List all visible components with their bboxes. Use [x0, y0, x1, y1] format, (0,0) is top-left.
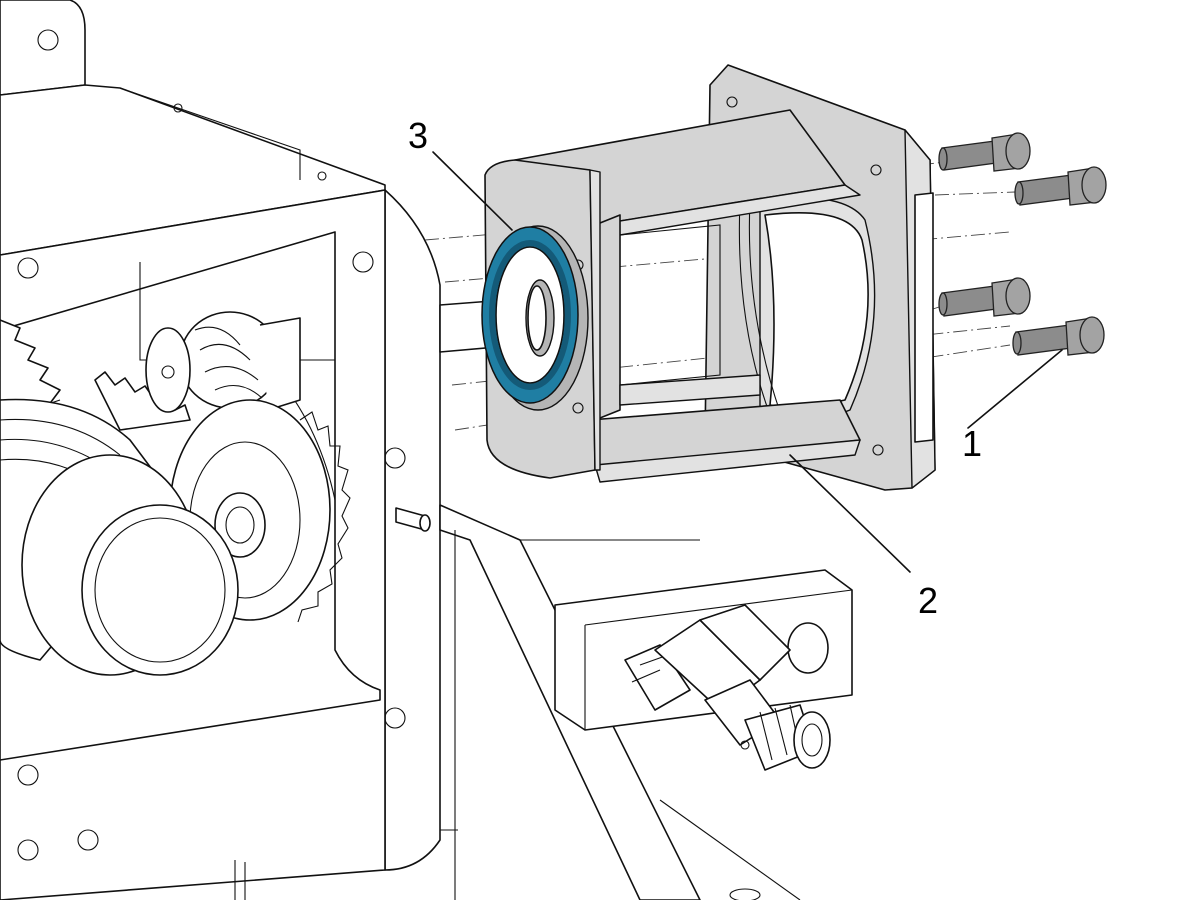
seal — [481, 225, 589, 411]
callout-leader-2 — [789, 454, 911, 573]
callout-leader-3 — [432, 151, 513, 231]
callout-leader-1 — [967, 349, 1063, 429]
worm-gear — [145, 311, 301, 413]
internal-gears — [0, 311, 351, 676]
hose-fitting — [624, 604, 831, 771]
callouts: 3 2 1 — [408, 115, 1063, 621]
bolt-2 — [1014, 166, 1107, 206]
callout-label-2: 2 — [918, 580, 938, 621]
bolt-1 — [938, 132, 1031, 172]
callout-label-1: 1 — [962, 423, 982, 464]
bolt-4 — [1012, 316, 1105, 356]
bolts — [938, 132, 1107, 356]
output-shaft — [0, 398, 239, 676]
bolt-3 — [938, 277, 1031, 317]
callout-label-3: 3 — [408, 115, 428, 156]
